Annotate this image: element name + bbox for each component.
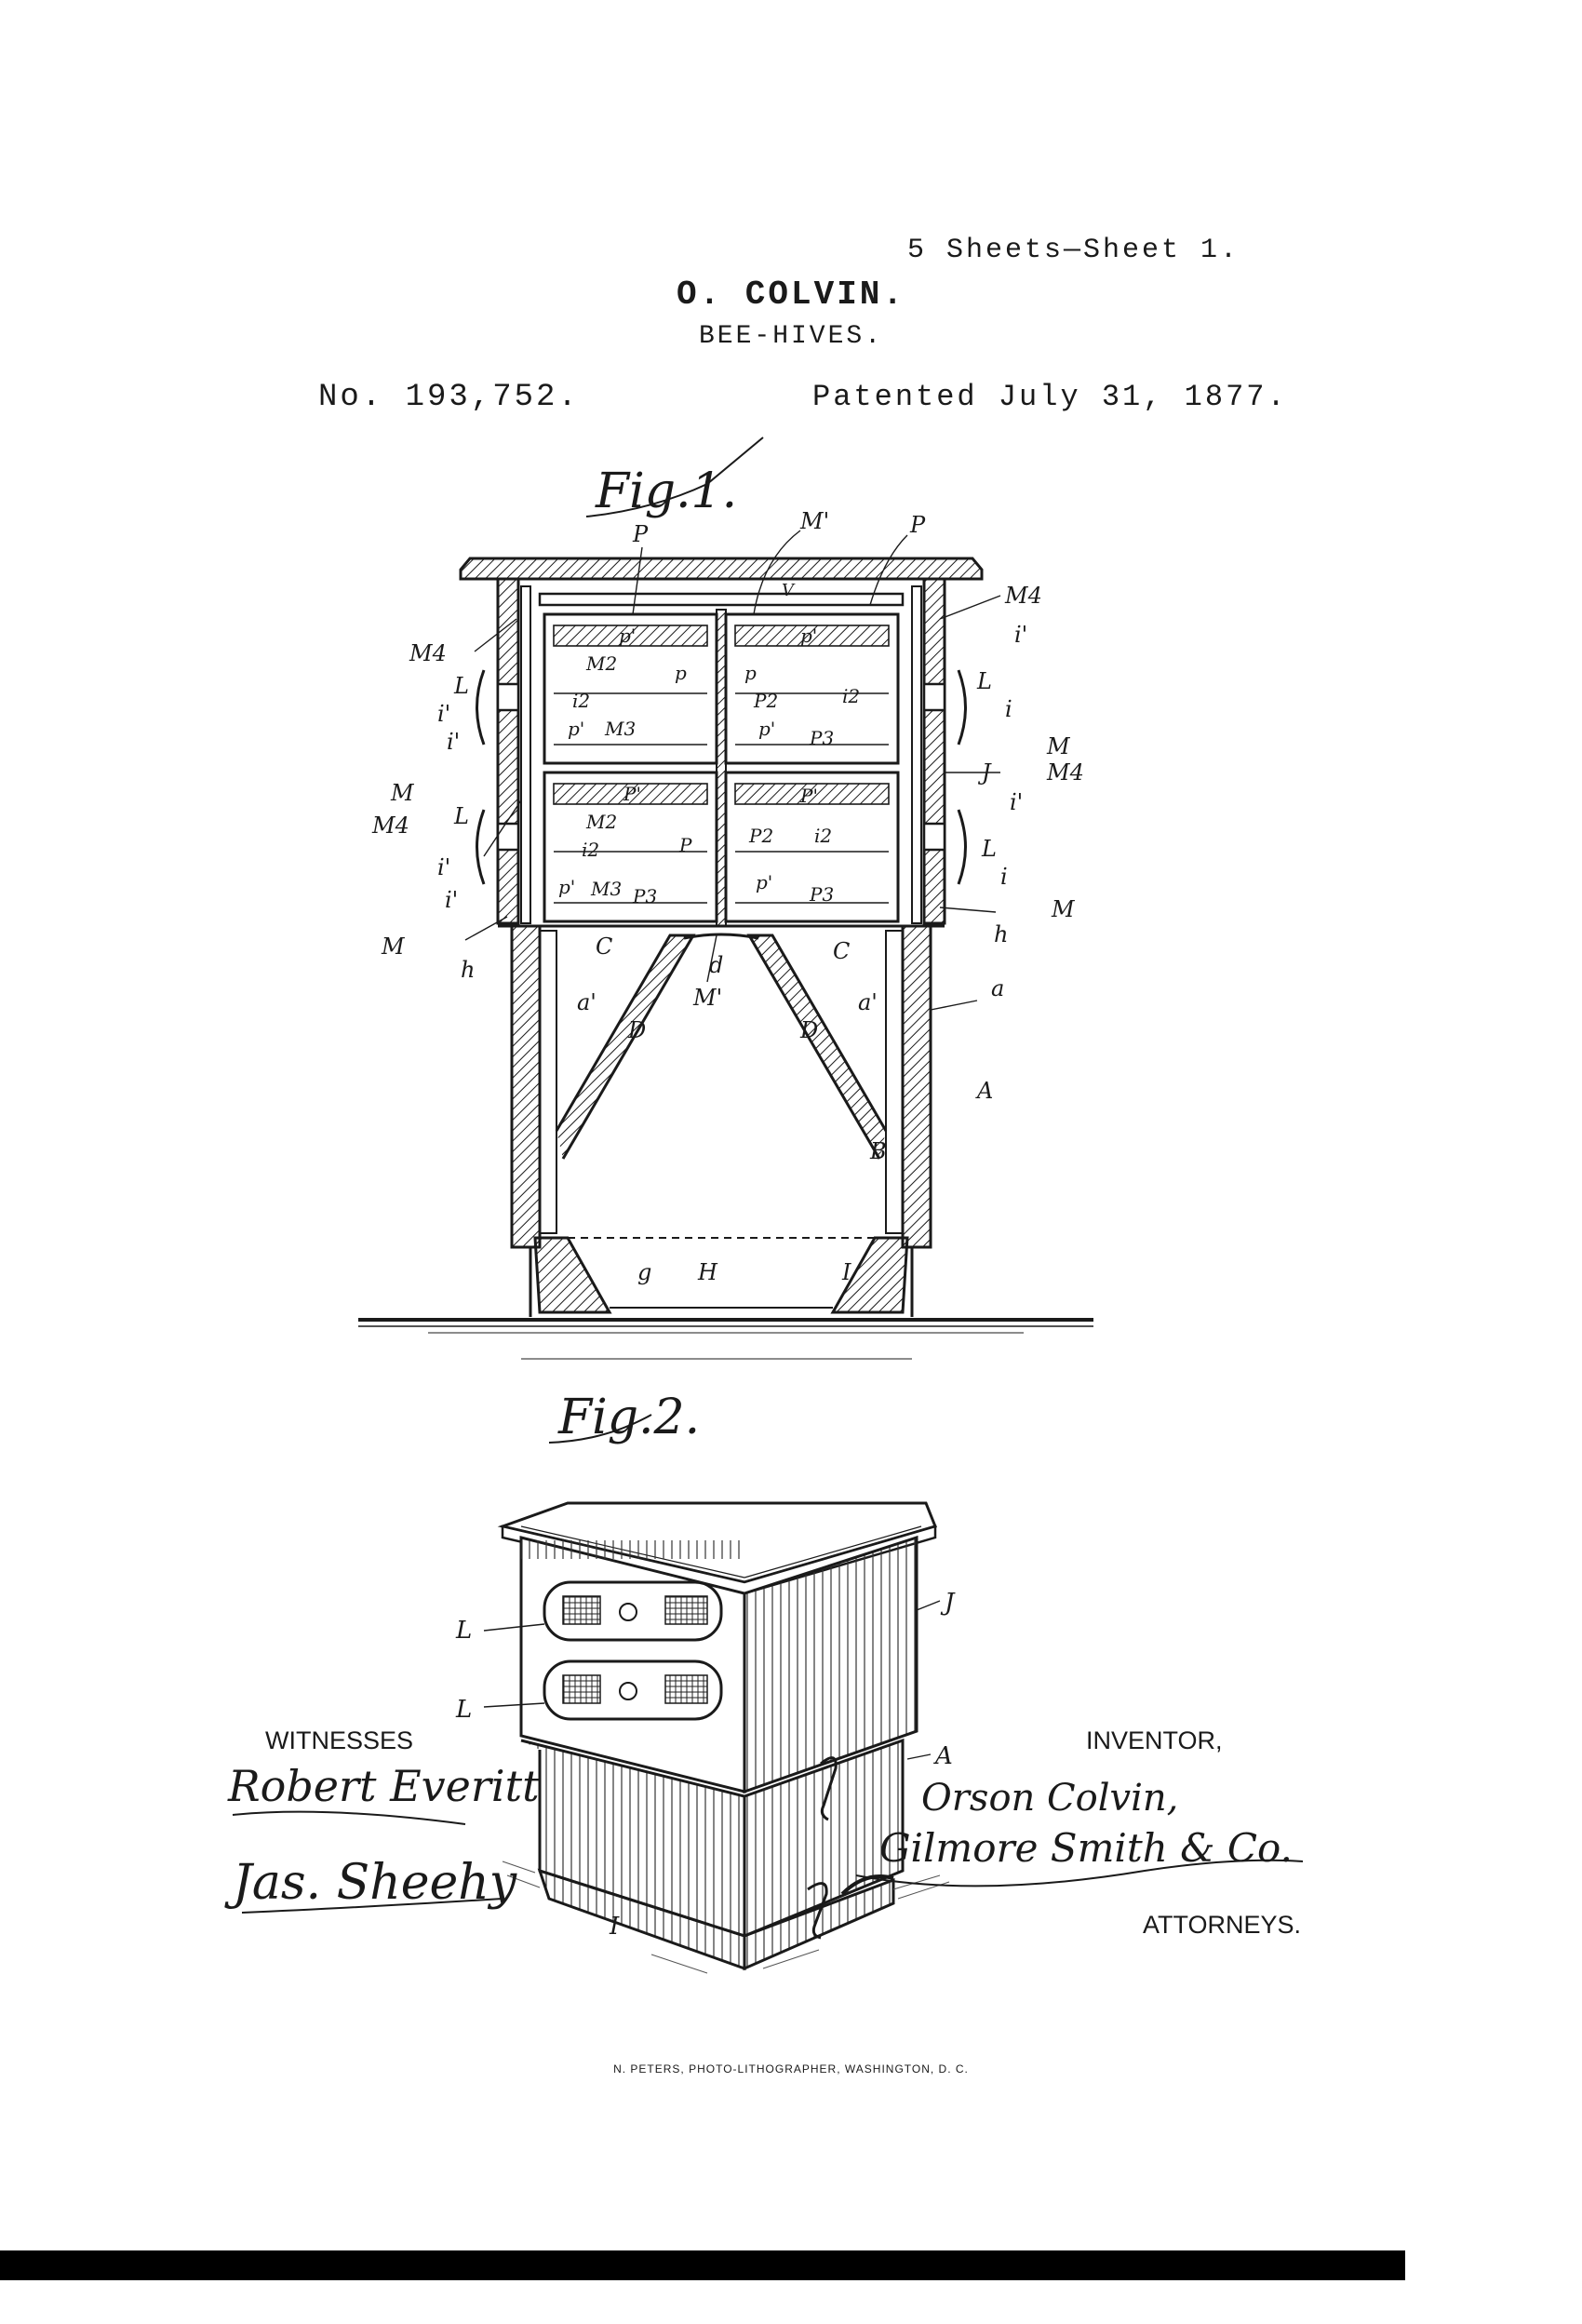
ref-h: h	[994, 921, 1008, 947]
inventor-signature: Orson Colvin,	[921, 1777, 1178, 1820]
ref-I: I	[609, 1913, 620, 1941]
printer-credit: N. PETERS, PHOTO-LITHOGRAPHER, WASHINGTO…	[613, 2062, 969, 2075]
ref-A: A	[933, 1742, 953, 1770]
ref-M4: M4	[1046, 759, 1084, 786]
figure-1: Fig.1. P M' P M4 L i' i' M M4 L i' i' M …	[358, 437, 1093, 1360]
ref-i2: i2	[814, 825, 832, 847]
ref-p1: p'	[756, 871, 772, 893]
ref-P: P	[909, 512, 926, 538]
ref-I: I	[841, 1259, 851, 1285]
ref-p3: P3	[809, 883, 834, 906]
patent-date: Patented July 31, 1877.	[812, 380, 1288, 414]
ref-p1: p'	[619, 625, 636, 647]
ref-M3: M3	[604, 718, 636, 740]
ref-L: L	[976, 668, 992, 694]
witnesses-label: WITNESSES	[265, 1726, 414, 1754]
ref-L: L	[455, 1617, 472, 1645]
ref-d: d	[709, 952, 723, 978]
sheet-info: 5 Sheets—Sheet 1.	[907, 235, 1240, 266]
ref-p1: p'	[558, 876, 575, 898]
witness-2-signature: Jas. Sheehy	[224, 1855, 517, 1911]
ref-p1: p'	[758, 718, 775, 740]
ref-i: i'	[447, 729, 460, 755]
ref-D: D	[627, 1017, 646, 1043]
ref-i2: i2	[842, 685, 860, 707]
ref-L: L	[453, 673, 469, 699]
ref-L: L	[455, 1696, 472, 1724]
ref-C: C	[596, 934, 612, 960]
ref-B: B	[869, 1138, 887, 1164]
ref-M4: M4	[371, 813, 409, 839]
ref-M: M	[390, 780, 415, 806]
patent-title: BEE-HIVES.	[698, 322, 884, 351]
ref-C: C	[833, 938, 850, 964]
ref-h: h	[461, 957, 475, 983]
ref-M: M	[1051, 896, 1076, 922]
ref-p3: P3	[809, 727, 834, 749]
ref-i2: i2	[572, 690, 590, 712]
ref-L: L	[981, 836, 997, 862]
ref-P: P	[632, 521, 649, 547]
ref-M4: M4	[1004, 583, 1042, 609]
ref-J: J	[940, 1589, 956, 1617]
ref-p1: p'	[800, 625, 817, 647]
ref-M2: M2	[585, 811, 617, 833]
ref-a: a	[991, 975, 1004, 1001]
fig2-label: Fig.2.	[557, 1390, 700, 1445]
signatures: Robert Everitt Jas. Sheehy Orson Colvin,…	[224, 1761, 1293, 1911]
inventor-name: O. COLVIN.	[676, 275, 906, 314]
ref-i: i'	[445, 887, 458, 913]
ref-i1: i'	[1014, 622, 1027, 648]
fig1-label: Fig.1.	[595, 463, 737, 519]
figure-2: Fig.2.	[455, 1390, 956, 1974]
ref-g: g	[637, 1259, 651, 1285]
ref-D: D	[799, 1017, 818, 1043]
inventor-label: INVENTOR,	[1086, 1726, 1223, 1754]
ref-V: V	[782, 581, 796, 600]
attorney-signature: Gilmore Smith & Co.	[879, 1825, 1293, 1871]
ref-M: M	[1046, 733, 1071, 759]
ref-i1: i'	[437, 854, 450, 880]
ref-P: P	[678, 834, 692, 856]
patent-number: No. 193,752.	[318, 380, 580, 415]
scan-border-band	[0, 2250, 1405, 2280]
ref-M1: M'	[799, 508, 829, 534]
ref-M2: M2	[585, 652, 617, 675]
ref-p2: P2	[753, 690, 778, 712]
ref-i1: i'	[437, 701, 450, 727]
ref-i: i	[1000, 864, 1008, 890]
ref-M1: M'	[692, 985, 722, 1011]
ref-i1: i'	[1010, 789, 1023, 815]
ref-p3: P3	[632, 885, 657, 907]
ref-H: H	[697, 1259, 718, 1285]
witness-1-signature: Robert Everitt	[227, 1761, 540, 1811]
ref-p1: P'	[799, 785, 818, 807]
ref-M: M	[381, 934, 406, 960]
ref-i: i	[1005, 696, 1012, 722]
ref-p2: P2	[748, 825, 773, 847]
ref-p: p	[675, 662, 687, 684]
attorneys-label: ATTORNEYS.	[1143, 1911, 1302, 1939]
ref-a1: a'	[577, 989, 597, 1015]
ref-A: A	[975, 1078, 993, 1104]
ref-p1: p'	[568, 718, 584, 740]
ref-a1: a'	[858, 989, 878, 1015]
ref-p: p	[744, 662, 757, 684]
ref-i2: i2	[582, 839, 599, 861]
ref-M4: M4	[409, 640, 447, 666]
ref-M3: M3	[590, 878, 622, 900]
ref-p1: P'	[623, 783, 641, 805]
ref-L: L	[453, 803, 469, 829]
